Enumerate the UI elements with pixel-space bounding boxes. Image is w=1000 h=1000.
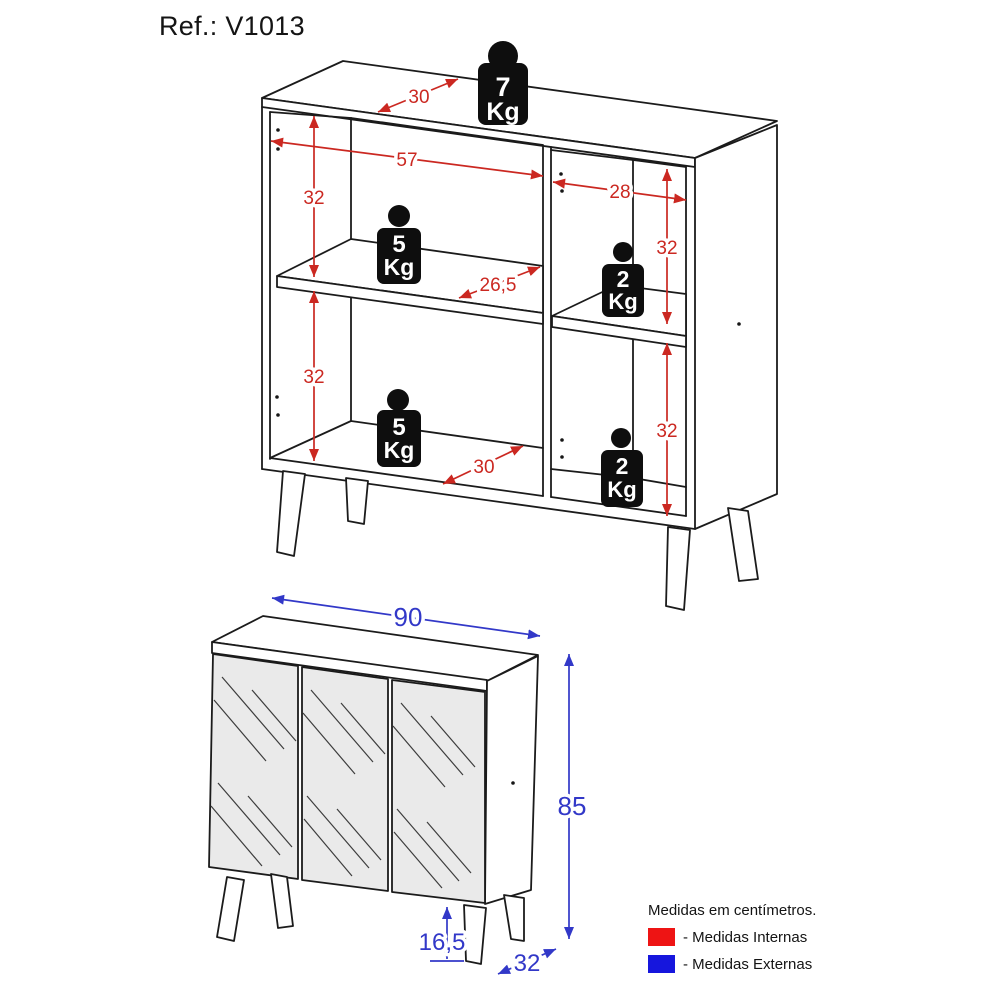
svg-text:28: 28	[609, 182, 630, 203]
svg-text:Kg: Kg	[608, 289, 637, 314]
pin-hole	[276, 147, 280, 151]
pin-hole	[737, 322, 741, 326]
svg-text:90: 90	[394, 602, 423, 632]
cabinet-external-view	[208, 615, 539, 965]
svg-text:16,5: 16,5	[419, 929, 466, 956]
mirror-door-center	[301, 666, 389, 892]
svg-text:5: 5	[392, 231, 405, 258]
legend-item-internal: - Medidas Internas	[648, 928, 816, 946]
pin-hole	[275, 395, 279, 399]
weight-icon-right-bottom: 2 Kg	[601, 428, 643, 507]
right-side-panel	[694, 124, 778, 530]
svg-text:2: 2	[616, 453, 629, 479]
pin-hole	[276, 413, 280, 417]
external-dimensions-diagram: 90 85 16,5 32	[208, 594, 590, 981]
pin-hole	[560, 189, 564, 193]
svg-text:32: 32	[303, 188, 324, 209]
back-right-leg	[727, 507, 759, 582]
legend-external-label: - Medidas Externas	[683, 955, 813, 973]
legend-internal-label: - Medidas Internas	[683, 928, 808, 946]
back-left-leg	[270, 873, 294, 929]
dim-internal-top-depth: 30	[377, 78, 459, 113]
weight-icon-left-bottom: 5 Kg	[377, 389, 421, 467]
svg-text:Kg: Kg	[486, 98, 519, 126]
svg-text:Kg: Kg	[384, 437, 415, 463]
internal-color-swatch	[648, 928, 675, 946]
mirror-reflection-lines	[392, 702, 476, 889]
external-color-swatch	[648, 955, 675, 973]
weight-icon-left-shelf: 5 Kg	[377, 205, 421, 284]
dim-internal-right-upper-height: 32	[653, 169, 681, 324]
svg-text:30: 30	[408, 87, 429, 108]
front-left-leg	[216, 876, 245, 942]
mirror-reflection-lines	[210, 676, 297, 867]
legend-item-external: - Medidas Externas	[648, 955, 816, 973]
dim-internal-left-lower-height: 32	[300, 291, 328, 461]
front-right-leg	[463, 904, 487, 965]
mirror-door-left	[208, 653, 299, 880]
back-left-leg	[345, 477, 369, 525]
right-side-panel	[484, 655, 539, 905]
pin-hole	[511, 781, 515, 785]
legend: Medidas em centímetros. - Medidas Intern…	[648, 902, 816, 973]
pin-hole	[276, 128, 280, 132]
dim-external-width: 90	[271, 594, 541, 640]
svg-text:85: 85	[558, 791, 587, 821]
pin-hole	[560, 455, 564, 459]
pin-hole	[560, 438, 564, 442]
svg-text:57: 57	[396, 150, 417, 171]
dim-internal-left-upper-height: 32	[300, 116, 328, 277]
dim-external-height: 85	[554, 654, 590, 939]
reference-title: Ref.: V1013	[159, 11, 305, 41]
dim-internal-bottom-depth: 30	[442, 445, 524, 485]
legend-heading: Medidas em centímetros.	[648, 902, 817, 919]
front-right-leg	[665, 526, 691, 611]
svg-text:32: 32	[656, 238, 677, 259]
dim-external-leg-height: 16,5	[415, 907, 469, 962]
weight-icon-top: 7 Kg	[478, 41, 528, 126]
weight-icon-right-shelf: 2 Kg	[602, 242, 644, 317]
dim-internal-right-width: 28	[552, 179, 687, 207]
dim-internal-shelf-depth: 26,5	[458, 266, 541, 300]
svg-text:7: 7	[495, 72, 510, 102]
mirror-door-right	[391, 679, 486, 904]
svg-text:2: 2	[617, 266, 630, 292]
back-right-leg	[503, 894, 525, 942]
svg-text:5: 5	[392, 414, 405, 441]
svg-text:30: 30	[473, 457, 494, 478]
mirror-reflection-lines	[302, 689, 386, 877]
svg-text:Kg: Kg	[384, 254, 415, 280]
pin-hole	[559, 172, 563, 176]
front-left-leg	[276, 470, 306, 557]
svg-text:Kg: Kg	[607, 477, 636, 502]
svg-text:26,5: 26,5	[480, 275, 517, 296]
internal-dimensions-diagram: 7 Kg 5 Kg 5 Kg 2 Kg	[261, 41, 778, 611]
svg-text:32: 32	[514, 950, 541, 977]
cabinet-internal-view	[261, 60, 778, 611]
svg-text:32: 32	[303, 367, 324, 388]
svg-text:32: 32	[656, 421, 677, 442]
dim-internal-left-width: 57	[270, 137, 544, 180]
dim-internal-right-lower-height: 32	[653, 343, 681, 516]
dim-external-depth: 32	[497, 947, 557, 981]
